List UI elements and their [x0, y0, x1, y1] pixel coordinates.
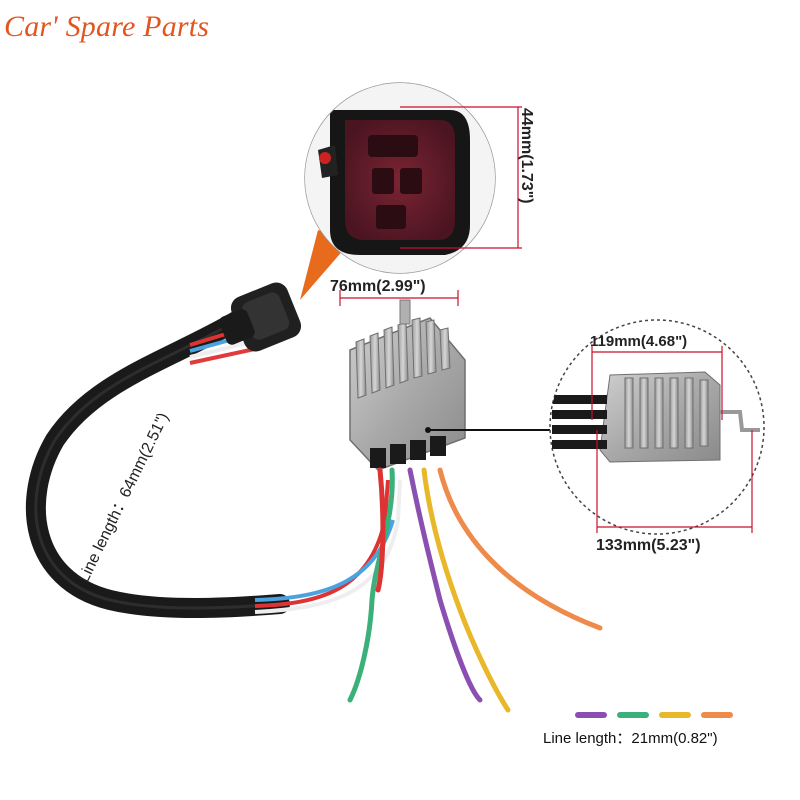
green-wire-swatch: [617, 712, 649, 718]
orange-wire-swatch: [701, 712, 733, 718]
connector-height-label: 44mm(1.73"): [518, 108, 535, 204]
brand-title: Car' Spare Parts: [4, 10, 210, 43]
control-module: [349, 299, 466, 471]
yellow-wire-swatch: [659, 712, 691, 718]
module-detail-view: [549, 319, 765, 535]
main-harness-cable: [25, 310, 290, 618]
purple-wire-swatch: [575, 712, 607, 718]
connector-plug: [219, 282, 302, 352]
detail-total-width-label: 133mm(5.23"): [596, 537, 701, 554]
dimension-lines: [339, 106, 753, 533]
connector-detail-view: [304, 82, 496, 274]
lead-line-length-label: Line length：21mm(0.82"): [543, 730, 718, 747]
detail-inner-width-label: 119mm(4.68"): [590, 333, 688, 350]
module-width-label: 76mm(2.99"): [330, 278, 426, 295]
module-lead-wires: [347, 467, 603, 713]
